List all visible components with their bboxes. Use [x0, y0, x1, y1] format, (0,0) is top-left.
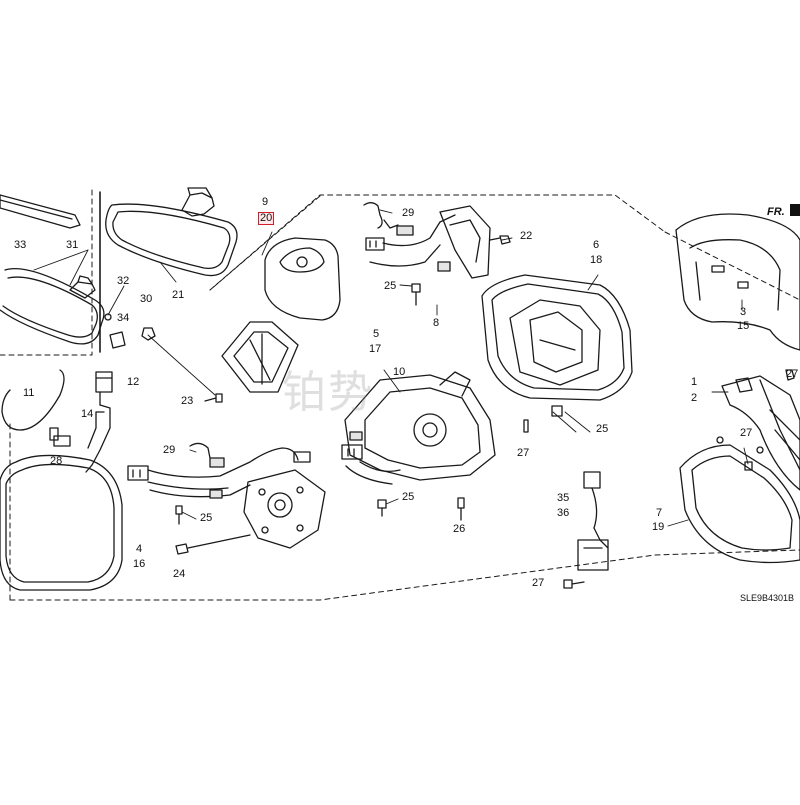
lower-cover [679, 436, 800, 564]
callout-25-lower: 25 [200, 512, 213, 524]
callout-12: 12 [127, 376, 140, 388]
mirror-glass [0, 454, 123, 591]
callout-7: 7 [656, 507, 663, 519]
power-mirror-actuator [341, 371, 496, 521]
callout-30: 30 [140, 293, 153, 305]
callout-27-lamp: 27 [740, 427, 753, 439]
harness-lower [127, 442, 326, 555]
leader-lines [33, 209, 749, 527]
callout-25-upper: 25 [384, 280, 397, 292]
mirror-housing [481, 274, 633, 433]
watermark: 铂势 [282, 367, 374, 418]
callout-5: 5 [373, 328, 380, 340]
callout-36: 36 [557, 507, 570, 519]
callout-8: 8 [433, 317, 440, 329]
callout-29-upper: 29 [402, 207, 415, 219]
sub-harness [563, 471, 609, 589]
screw-23 [204, 393, 223, 403]
callout-15: 15 [737, 320, 750, 332]
callout-25-actuator: 25 [402, 491, 415, 503]
mirror-base-cover [264, 237, 341, 321]
small-clips [104, 313, 156, 349]
callout-4: 4 [136, 543, 143, 555]
callout-27-bottom: 27 [532, 577, 545, 589]
callout-1: 1 [691, 376, 698, 388]
side-turn-lamp [721, 369, 800, 491]
callout-33: 33 [14, 239, 27, 251]
callout-17: 17 [369, 343, 382, 355]
callout-29-lower: 29 [163, 444, 176, 456]
callout-21: 21 [172, 289, 185, 301]
diagram-code: SLE9B4301B [740, 593, 795, 603]
callout-32: 32 [117, 275, 130, 287]
mirror-skull-cover [675, 213, 800, 351]
front-direction-arrow-icon [790, 204, 800, 216]
callout-25-housing: 25 [596, 423, 609, 435]
callout-11: 11 [23, 387, 35, 399]
callout-26: 26 [453, 523, 466, 535]
harness-upper [363, 202, 511, 306]
front-direction-label: FR. [767, 206, 785, 218]
callout-2: 2 [691, 392, 698, 404]
callout-28: 28 [50, 455, 63, 467]
callout-16: 16 [133, 558, 146, 570]
callout-9: 9 [262, 196, 269, 208]
callout-18: 18 [590, 254, 603, 266]
group-frames [0, 189, 800, 601]
callout-31: 31 [66, 239, 79, 251]
gasket-part [221, 321, 299, 393]
callout-20-highlight: 20 [258, 212, 275, 225]
callout-6: 6 [593, 239, 600, 251]
callout-10: 10 [393, 366, 406, 378]
rear-view-mirror-lower [0, 267, 105, 345]
callout-24: 24 [173, 568, 186, 580]
callout-34: 34 [117, 312, 130, 324]
callout-27-housing: 27 [517, 447, 530, 459]
callout-35: 35 [557, 492, 570, 504]
callout-3: 3 [740, 306, 747, 318]
callout-23: 23 [181, 395, 194, 407]
callout-27-right: 27 [786, 368, 799, 380]
callout-19: 19 [652, 521, 665, 533]
rear-view-mirror-upper [105, 187, 238, 277]
wiper-strip-part [0, 194, 81, 229]
cables-left [1, 369, 113, 473]
callout-14: 14 [81, 408, 94, 420]
callout-22: 22 [520, 230, 533, 242]
